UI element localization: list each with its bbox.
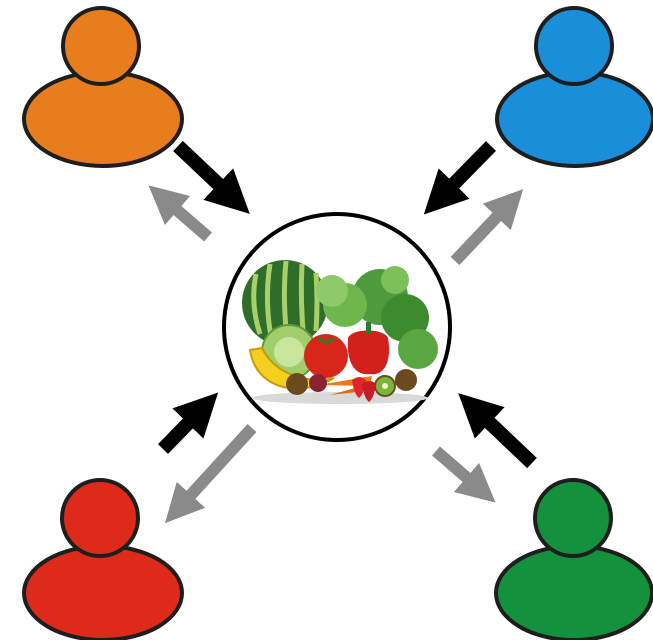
person-top-right-icon bbox=[495, 6, 653, 168]
arrow-bottom-right-to-hub bbox=[458, 393, 537, 469]
arrow-hub-to-bottom-right bbox=[432, 446, 496, 503]
person-bottom-left-icon bbox=[22, 478, 184, 640]
arrows-to-hub bbox=[157, 140, 537, 469]
fruits-vegetables-icon bbox=[242, 260, 438, 404]
pepper-icon bbox=[347, 330, 390, 375]
fig-icon bbox=[309, 374, 327, 392]
kiwi-icon bbox=[286, 373, 308, 395]
hub bbox=[222, 212, 452, 442]
arrow-hub-to-top-left bbox=[148, 185, 212, 242]
arrow-top-right-to-hub bbox=[423, 141, 496, 215]
person-top-left-icon bbox=[22, 6, 184, 168]
arrow-top-left-to-hub bbox=[173, 140, 250, 214]
arrows-from-hub bbox=[148, 185, 524, 524]
arrow-hub-to-top-right bbox=[450, 189, 524, 266]
banana-icon bbox=[248, 346, 335, 390]
tomato-icon bbox=[304, 334, 348, 378]
strawberry-icon bbox=[352, 377, 366, 398]
person-bottom-right-icon bbox=[494, 478, 653, 640]
greens-icon bbox=[316, 266, 438, 369]
arrow-bottom-left-to-hub bbox=[157, 392, 219, 454]
arrow-hub-to-bottom-left bbox=[165, 423, 257, 524]
